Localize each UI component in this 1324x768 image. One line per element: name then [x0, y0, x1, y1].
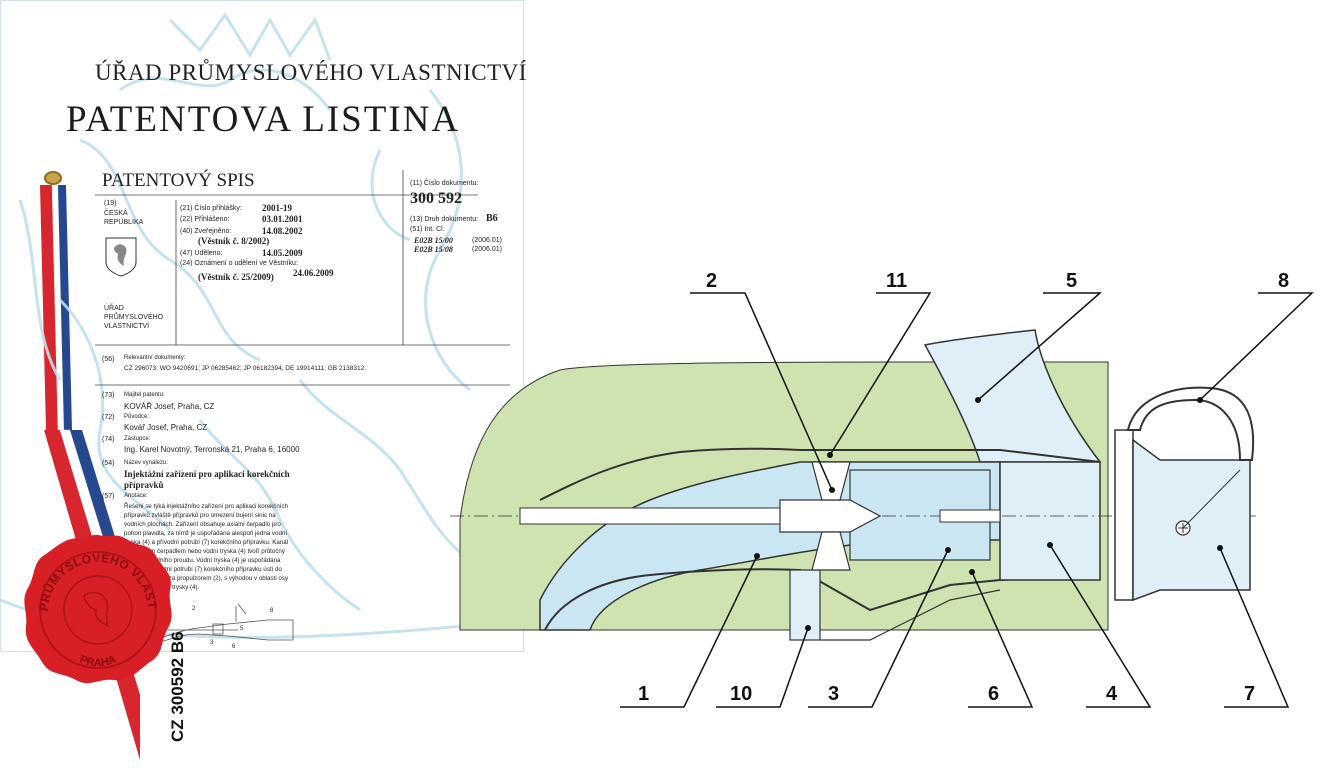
- field-57-title: Anotace:: [124, 493, 148, 499]
- field-54-value-1: Injektážní zařízení pro aplikaci korekčn…: [124, 469, 290, 479]
- int-class-1: E02B 15/00: [414, 236, 453, 245]
- flange: [1114, 429, 1134, 601]
- main-title: PATENTOVA LISTINA: [66, 99, 461, 140]
- thumb-label: 8: [270, 608, 274, 614]
- int-class-2-date: (2006.01): [472, 246, 502, 253]
- field-22-value: 03.01.2001: [262, 214, 303, 224]
- field-54-title: Název vynálezu:: [124, 460, 169, 466]
- field-54-label: (54): [102, 460, 115, 467]
- abstract-line: přípravků zvláště přípravků pro omezení …: [124, 512, 276, 519]
- abstract-line: kanál (3) vodního proudu. Vodní tryska (…: [124, 557, 281, 564]
- drawing-label-10: 10: [730, 683, 752, 705]
- field-57-label: (57): [102, 493, 115, 500]
- technical-drawing: 2 11 5 8 1 10 3 6 4 7: [450, 270, 1314, 708]
- abstract-line: pohon plavidla, za nímž je uspořádána al…: [124, 530, 288, 537]
- office-line3: VLASTNICTVÍ: [104, 323, 150, 330]
- spis-title: PATENTOVÝ SPIS: [102, 170, 255, 191]
- field-21-label: (21) Číslo přihlášky:: [180, 205, 242, 212]
- abstract-line: za axiálním čerpadlem nebo vodní tryska …: [124, 548, 285, 555]
- field-73-title: Majitel patentu:: [124, 392, 165, 398]
- nozzle: [999, 461, 1101, 581]
- thumbnail-drawing: [123, 603, 294, 645]
- field-40-value: 14.08.2002: [262, 226, 303, 236]
- doc-kind-label: (13) Druh dokumentu:: [410, 216, 479, 223]
- int-class-1-date: (2006.01): [472, 237, 502, 244]
- vertical-patent-code: CZ 300592 B6: [168, 631, 187, 742]
- field-56-text: CZ 296073; WO 9420691; JP 06285462; JP 0…: [124, 365, 367, 372]
- field-72-title: Původce:: [124, 414, 150, 420]
- field-74-label: (74): [102, 436, 115, 443]
- drawing-label-7: 7: [1244, 683, 1255, 705]
- cover: [1126, 386, 1255, 461]
- thumb-label: 2: [192, 606, 196, 612]
- drawing-label-6: 6: [988, 683, 999, 705]
- wax-seal: ÚŘAD PRŮMYSLOVÉHO VLASTNICTVÍ PRAHA: [18, 530, 172, 684]
- field-54-value-2: přípravků: [124, 480, 164, 490]
- drawing-label-2: 2: [706, 270, 717, 292]
- doc-number-label: (11) Číslo dokumentu:: [410, 180, 479, 187]
- field-72-label: (72): [102, 414, 115, 421]
- propeller: [811, 461, 851, 571]
- country-line2: REPUBLIKA: [104, 219, 144, 226]
- field-24-bulletin: (Věstník č. 25/2009): [198, 272, 274, 282]
- duct-part: [789, 569, 821, 641]
- field-73-value: KOVÁŘ Josef, Praha, CZ: [124, 402, 215, 411]
- abstract-line: tryska (4) a přívodní potrubí (7) korekč…: [124, 539, 289, 546]
- drawing-label-5: 5: [1066, 270, 1077, 292]
- coat-of-arms-icon: [105, 237, 137, 277]
- abstract-line: vodních plochách. Zařízení obsahuje axiá…: [124, 521, 281, 528]
- abstract-line: otočně a přívodní potrubí (7) korekčního…: [124, 566, 282, 573]
- office-line1: ÚŘAD: [104, 305, 124, 312]
- abstract-line: vodního proudu za propulzorem (2), s výh…: [124, 575, 289, 582]
- field-47-value: 14.05.2009: [262, 248, 303, 258]
- drawing-label-8: 8: [1278, 270, 1289, 292]
- int-class-2: E02B 15/08: [414, 245, 453, 254]
- thumb-label: 3: [210, 640, 214, 646]
- field-22-label: (22) Přihlášeno:: [180, 216, 230, 223]
- thumb-label: 6: [232, 644, 236, 650]
- doc-kind: B6: [486, 213, 498, 224]
- field-73-label: (73): [102, 392, 115, 399]
- country-code: (19): [104, 200, 117, 207]
- field-47-label: (47) Uděleno:: [180, 250, 223, 257]
- field-40-label: (40) Zveřejněno:: [180, 228, 232, 235]
- office-header: ÚŘAD PRŮMYSLOVÉHO VLASTNICTVÍ: [95, 60, 527, 85]
- drawing-label-1: 1: [638, 683, 649, 705]
- int-class-label: (51) Int. Cl.: [410, 226, 445, 233]
- field-40-bulletin: (Věstník č. 8/2002): [198, 236, 270, 246]
- field-56-title: Relevantní dokumenty:: [124, 355, 186, 361]
- thumb-label: 5: [240, 626, 244, 632]
- abstract-line: Řešení se týká injektážního zařízení pro…: [124, 503, 289, 510]
- field-74-value: Ing. Karel Novotný, Terronská 21, Praha …: [124, 445, 300, 454]
- office-line2: PRŮMYSLOVÉHO: [104, 314, 164, 321]
- drawing-label-4: 4: [1106, 683, 1118, 705]
- intake-pipe: [923, 329, 1102, 463]
- field-72-value: Kovář Josef, Praha, CZ: [124, 423, 208, 432]
- grommet: [44, 171, 62, 185]
- field-24-value: 24.06.2009: [293, 268, 334, 278]
- seal-city: PRAHA: [78, 653, 118, 669]
- doc-number: 300 592: [410, 190, 462, 207]
- field-24-label: (24) Oznámení o udělení ve Věstníku:: [180, 260, 298, 267]
- drawing-label-11: 11: [886, 270, 907, 292]
- field-56-label: (56): [102, 356, 115, 363]
- country-line1: ČESKÁ: [104, 210, 128, 217]
- drawing-label-3: 3: [828, 683, 839, 705]
- field-74-title: Zástupce:: [124, 436, 151, 442]
- field-21-value: 2001-19: [262, 203, 292, 213]
